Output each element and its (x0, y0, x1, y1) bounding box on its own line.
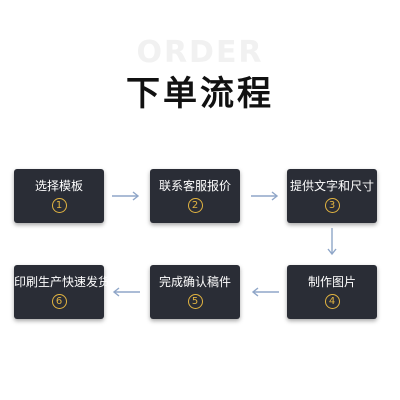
step-label: 完成确认稿件 (158, 275, 231, 289)
step-provide-text-size: 提供文字和尺寸 3 (287, 169, 377, 223)
step-make-image: 制作图片 4 (287, 265, 377, 319)
step-number-badge: 3 (324, 198, 340, 213)
step-label: 印刷生产快速发货 (14, 275, 111, 289)
step-print-ship: 印刷生产快速发货 6 (14, 265, 111, 319)
step-confirm-draft: 完成确认稿件 5 (150, 265, 240, 319)
watermark-text: ORDER (136, 35, 264, 70)
arrow-right-icon (111, 190, 141, 202)
step-number-badge: 2 (187, 198, 203, 213)
step-number-badge: 6 (51, 294, 67, 309)
step-label: 制作图片 (307, 275, 356, 289)
arrow-left-icon (250, 286, 280, 298)
page-title: 下单流程 (126, 74, 274, 114)
step-number-badge: 4 (324, 294, 340, 309)
step-label: 联系客服报价 (158, 179, 231, 193)
step-label: 提供文字和尺寸 (289, 179, 374, 193)
arrow-down-icon (326, 227, 338, 257)
step-contact-service: 联系客服报价 2 (150, 169, 240, 223)
step-select-template: 选择模板 1 (14, 169, 104, 223)
step-number-badge: 1 (51, 198, 67, 213)
arrow-right-icon (250, 190, 280, 202)
arrow-left-icon (111, 286, 141, 298)
step-number-badge: 5 (187, 294, 203, 309)
step-label: 选择模板 (34, 179, 83, 193)
